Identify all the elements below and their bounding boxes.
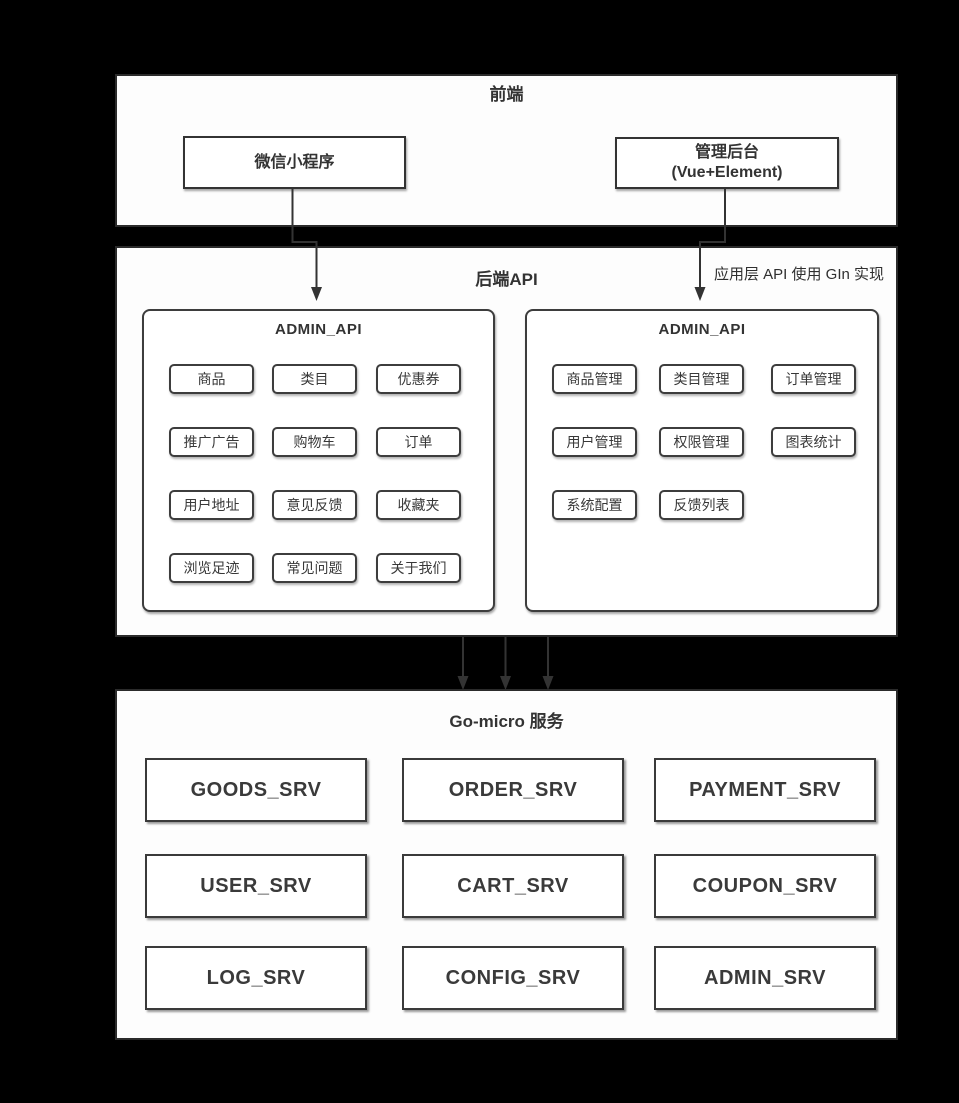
backend-api-note: 应用层 API 使用 GIn 实现	[713, 266, 884, 283]
frontend-section: 前端 微信小程序 管理后台 (Vue+Element)	[115, 74, 898, 227]
service-box: COUPON_SRV	[654, 854, 876, 918]
api-item: 购物车	[272, 427, 357, 457]
service-box: CART_SRV	[402, 854, 624, 918]
service-box: CONFIG_SRV	[402, 946, 624, 1010]
api-item: 意见反馈	[272, 490, 357, 520]
wechat-miniprogram-label: 微信小程序	[254, 153, 335, 171]
api-item: 订单管理	[771, 364, 856, 394]
service-box: LOG_SRV	[145, 946, 367, 1010]
api-item: 优惠券	[376, 364, 461, 394]
api-item: 图表统计	[771, 427, 856, 457]
service-box: ADMIN_SRV	[654, 946, 876, 1010]
arrowhead-mid-3	[542, 676, 554, 690]
api-item: 用户管理	[552, 427, 637, 457]
admin-backend-label-line1: 管理后台	[694, 144, 759, 161]
api-item: 订单	[376, 427, 461, 457]
api-item: 用户地址	[169, 490, 254, 520]
api-item: 类目	[272, 364, 357, 394]
left-admin-api-title: ADMIN_API	[274, 321, 362, 338]
api-item: 关于我们	[376, 553, 461, 583]
api-item: 推广广告	[169, 427, 254, 457]
admin-backend-node: 管理后台 (Vue+Element)	[615, 137, 839, 189]
right-admin-api-container: ADMIN_API 商品管理类目管理订单管理用户管理权限管理图表统计系统配置反馈…	[525, 309, 879, 612]
backend-api-section: 后端API 应用层 API 使用 GIn 实现 ADMIN_API 商品类目优惠…	[115, 246, 898, 637]
services-section-title: Go-micro 服务	[449, 712, 564, 731]
service-box: USER_SRV	[145, 854, 367, 918]
service-box: GOODS_SRV	[145, 758, 367, 822]
api-item: 浏览足迹	[169, 553, 254, 583]
api-item: 反馈列表	[659, 490, 744, 520]
services-section: Go-micro 服务 GOODS_SRV ORDER_SRV PAYMENT_SR…	[115, 689, 898, 1040]
api-item: 常见问题	[272, 553, 357, 583]
api-item: 商品	[169, 364, 254, 394]
frontend-section-title: 前端	[489, 85, 524, 104]
arrowhead-mid-1	[457, 676, 469, 690]
admin-backend-label-line2: (Vue+Element)	[671, 164, 783, 181]
service-box: PAYMENT_SRV	[654, 758, 876, 822]
right-admin-api-title: ADMIN_API	[658, 321, 746, 338]
backend-api-section-title: 后端API	[475, 270, 538, 289]
wechat-miniprogram-node: 微信小程序	[183, 136, 406, 189]
api-item: 类目管理	[659, 364, 744, 394]
api-item: 商品管理	[552, 364, 637, 394]
api-item: 收藏夹	[376, 490, 461, 520]
left-admin-api-container: ADMIN_API 商品类目优惠券推广广告购物车订单用户地址意见反馈收藏夹浏览足…	[142, 309, 495, 612]
api-item: 权限管理	[659, 427, 744, 457]
api-item: 系统配置	[552, 490, 637, 520]
arrowhead-mid-2	[500, 676, 511, 690]
service-box: ORDER_SRV	[402, 758, 624, 822]
